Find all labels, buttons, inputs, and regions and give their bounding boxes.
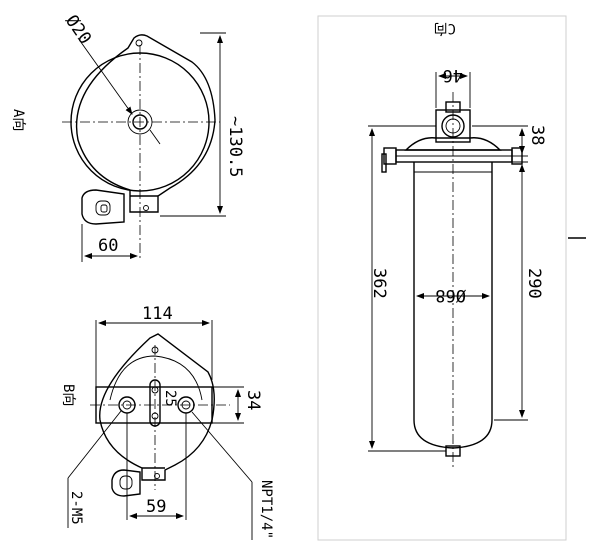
- view-c-top-width-dim: 46: [443, 65, 463, 85]
- view-c-diameter-dim: Ø68: [435, 285, 466, 305]
- view-a-offset-dim: 60: [98, 236, 118, 256]
- view-b-bolt-leader: [67, 410, 122, 479]
- view-b-width-dim: 114: [142, 304, 173, 324]
- view-b-side-lug: [111, 469, 141, 497]
- view-a-label: A向: [10, 109, 26, 131]
- view-c-label: C向: [434, 20, 456, 36]
- view-a-height-dim: ~130.5: [225, 116, 245, 177]
- view-a-dia-leader: [77, 37, 133, 115]
- view-b-bolt-spacing-dim: 59: [146, 497, 166, 517]
- view-a-lug-slot: [95, 200, 111, 216]
- view-b-label: B向: [60, 384, 76, 406]
- view-b-slot-hole-2: [151, 412, 159, 420]
- view-a-side-lug: [81, 189, 125, 225]
- view-a-diameter-dim: Ø20: [61, 12, 95, 49]
- view-c-knob-left-stem: [381, 153, 387, 173]
- view-b-slot-hole-1: [151, 386, 159, 394]
- view-c-total-height-dim: 362: [369, 268, 389, 299]
- view-b-tab-hole: [154, 473, 160, 479]
- view-a-tab-hole: [143, 205, 149, 211]
- view-a-lug-slot-inner: [100, 204, 108, 213]
- view-b-inner-dim: 25: [162, 390, 178, 407]
- view-c: C向 46 38 362: [317, 15, 586, 541]
- view-b-lug-slot: [119, 475, 133, 490]
- view-c-knob-left: [383, 147, 397, 165]
- view-c-head-height-dim: 38: [527, 125, 547, 145]
- view-a-bracket-outline: [75, 34, 216, 213]
- view-c-frame: [317, 15, 567, 541]
- view-b-port-callout: NPT1/4": [258, 480, 274, 539]
- view-b-bracket-outline: [99, 333, 215, 481]
- view-a-top-hole: [135, 39, 143, 47]
- view-a: A向 Ø20 ~130.5 60: [10, 12, 245, 262]
- view-c-body-height-dim: 290: [524, 268, 544, 299]
- view-b-center-slot: [149, 379, 161, 427]
- view-b: B向 114 34 25: [60, 304, 274, 540]
- view-b-port-leader: [191, 411, 253, 483]
- view-b-body-arc: [109, 355, 203, 401]
- view-b-bolt-callout: 2-M5: [68, 491, 84, 525]
- view-b-bolt-left-inner: [122, 400, 132, 410]
- view-b-slot-height-dim: 34: [243, 390, 263, 410]
- view-b-bolt-right-inner: [181, 400, 191, 410]
- view-c-lid: [404, 137, 502, 151]
- view-a-dia-leader-tail: [149, 129, 161, 145]
